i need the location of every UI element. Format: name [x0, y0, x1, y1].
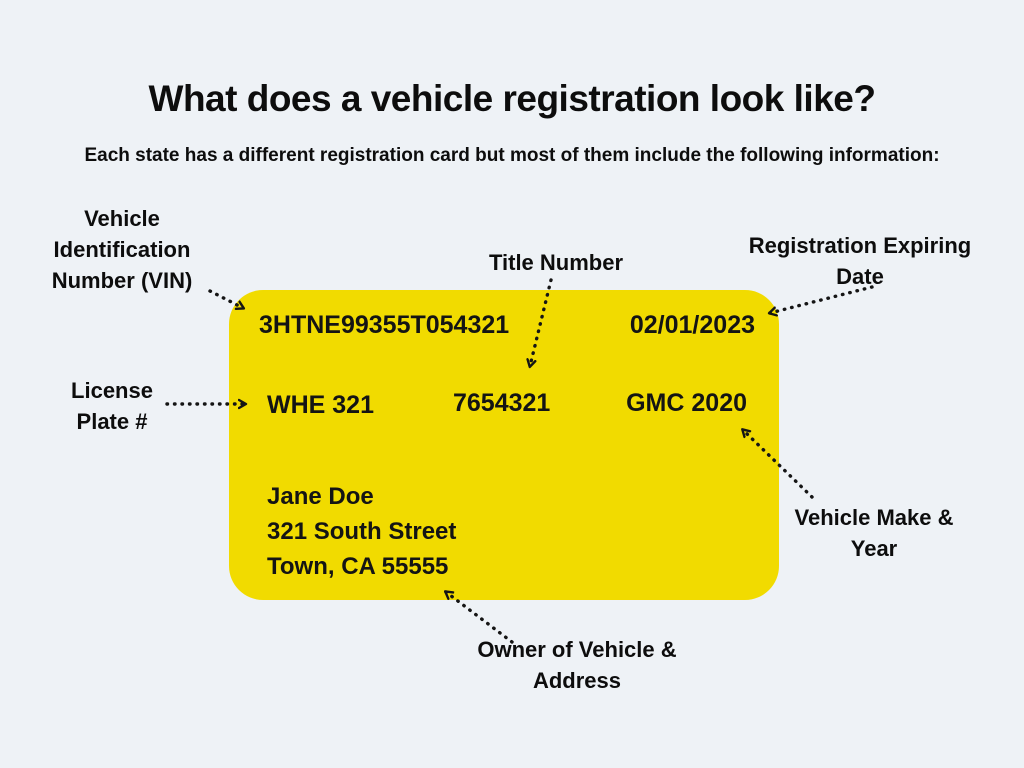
registration-expiring-callout-label: Registration Expiring Date	[748, 233, 972, 289]
owner-address-callout-label: Owner of Vehicle & Address	[477, 637, 677, 693]
vehicle-make-year-callout-label: Vehicle Make & Year	[794, 505, 954, 561]
page-title: What does a vehicle registration look li…	[148, 78, 876, 119]
owner-address-block: Jane Doe 321 South Street Town, CA 55555	[267, 479, 456, 584]
expiring-date-value: 02/01/2023	[629, 311, 755, 339]
title-number-callout-label: Title Number	[488, 250, 624, 275]
title-number-value: 7654321	[453, 389, 551, 417]
license-plate-value: WHE 321	[267, 391, 374, 419]
registration-card: 3HTNE99355T054321 02/01/2023 WHE 321 765…	[229, 290, 779, 600]
vin-value: 3HTNE99355T054321	[259, 311, 510, 339]
page-subtitle: Each state has a different registration …	[84, 145, 940, 166]
owner-city-state-zip: Town, CA 55555	[267, 553, 449, 580]
owner-name: Jane Doe	[267, 483, 374, 510]
make-year-value: GMC 2020	[626, 389, 747, 417]
owner-street: 321 South Street	[267, 518, 457, 545]
license-plate-callout-label: License Plate #	[71, 378, 153, 434]
vin-callout-label: Vehicle Identification Number (VIN)	[51, 206, 193, 293]
